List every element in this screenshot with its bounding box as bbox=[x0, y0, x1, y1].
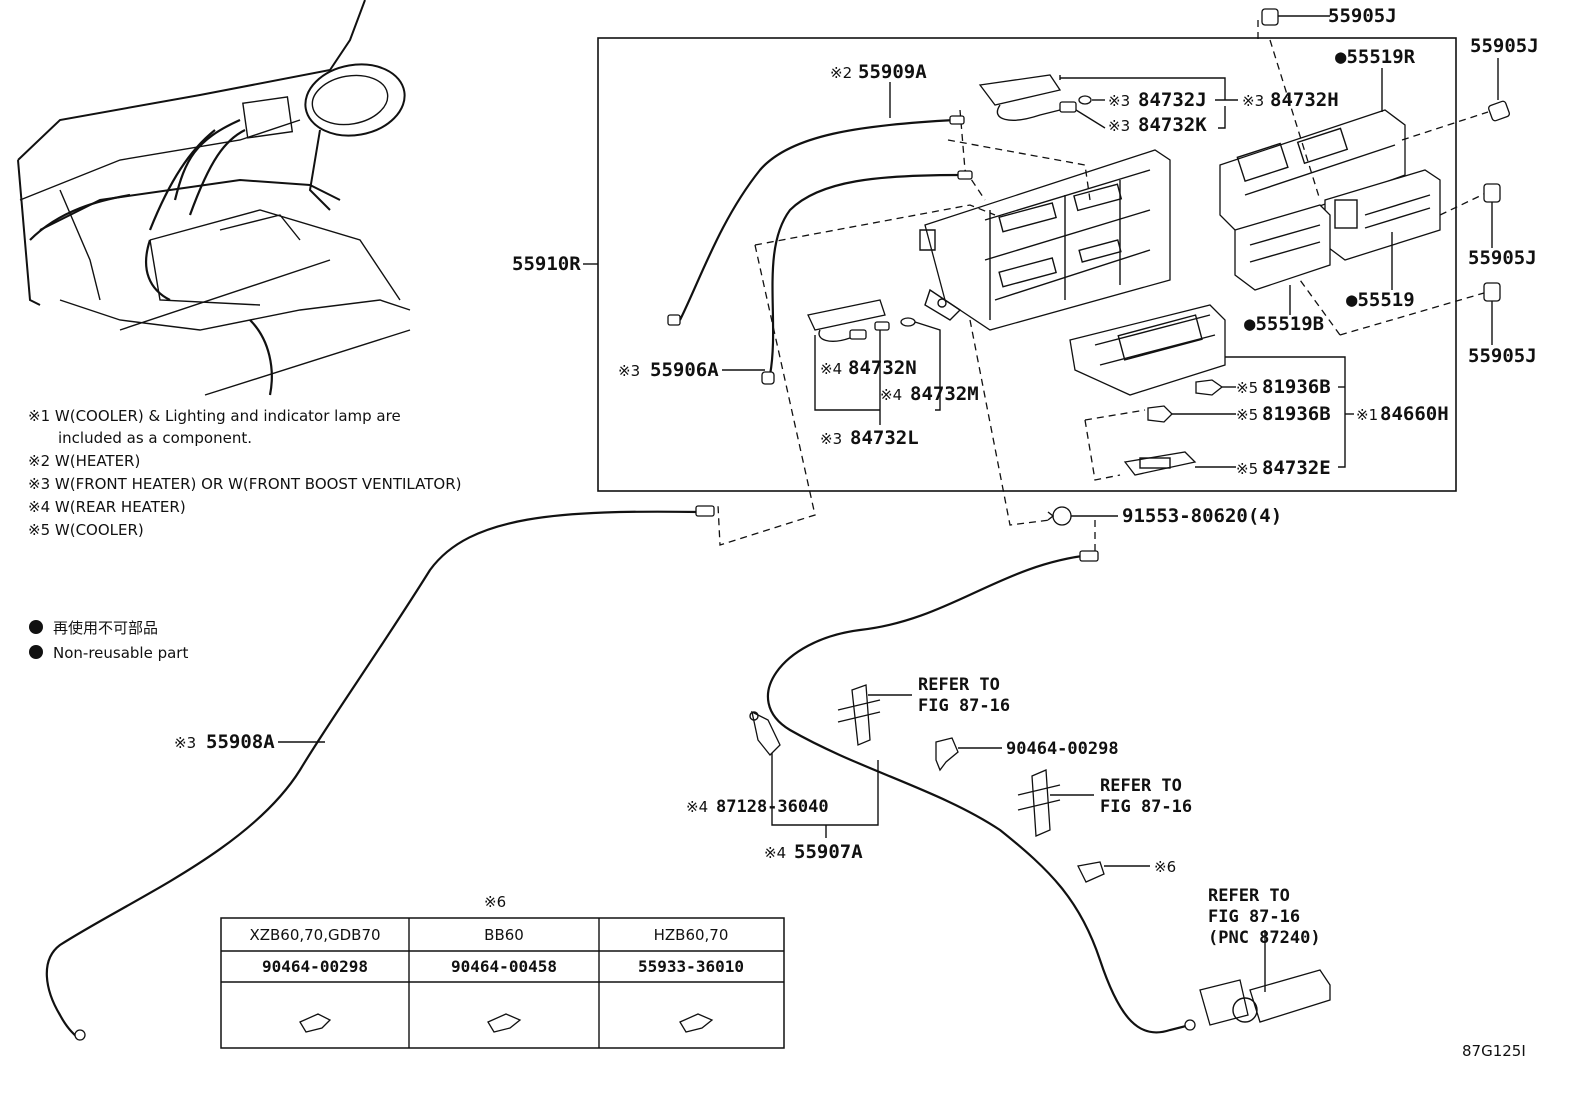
mark-87128: ※4 bbox=[686, 798, 708, 816]
table-part-1: 90464-00298 bbox=[262, 957, 368, 976]
label-55905J-top: 55905J bbox=[1328, 5, 1397, 27]
label-84660H: 84660H bbox=[1380, 403, 1449, 425]
control-panel-55519B bbox=[1234, 204, 1331, 291]
control-head-housing bbox=[919, 149, 1171, 331]
note-3: ※3 W(FRONT HEATER) OR W(FRONT BOOST VENT… bbox=[28, 475, 461, 493]
legend-en: Non-reusable part bbox=[53, 644, 188, 662]
screw-91553 bbox=[1047, 506, 1118, 526]
table-header-2: BB60 bbox=[484, 926, 524, 944]
mark-55907A: ※4 bbox=[764, 844, 786, 862]
refer-text-3a: REFER TO bbox=[1208, 886, 1290, 906]
note-5: ※5 W(COOLER) bbox=[28, 521, 144, 539]
label-55905J-right3: 55905J bbox=[1468, 345, 1537, 367]
mark-84732H: ※3 bbox=[1242, 92, 1264, 110]
clip-90464 bbox=[935, 737, 1002, 772]
refer-text-1b: FIG 87-16 bbox=[918, 696, 1010, 716]
bulb-harness-lower bbox=[807, 299, 941, 425]
table-part-3: 55933-36010 bbox=[638, 957, 744, 976]
mark-6-callout: ※6 bbox=[1154, 858, 1176, 876]
note-4: ※4 W(REAR HEATER) bbox=[28, 498, 186, 516]
label-55905J-right1: 55905J bbox=[1470, 35, 1539, 57]
clip-55905J-top bbox=[1261, 8, 1330, 26]
label-84732M: 84732M bbox=[910, 383, 979, 405]
table-header-3: HZB60,70 bbox=[654, 926, 729, 944]
label-55907A: 55907A bbox=[794, 841, 863, 863]
dashboard-illustration bbox=[17, 0, 411, 396]
mark-55908A: ※3 bbox=[174, 734, 196, 752]
label-55519B: ●55519B bbox=[1244, 313, 1324, 335]
bulb-81936B-2 bbox=[1147, 405, 1236, 423]
clamp-refer-2 bbox=[1017, 769, 1094, 837]
mark-84732K: ※3 bbox=[1108, 117, 1130, 135]
rear-heater-unit bbox=[1199, 930, 1331, 1026]
legend-dot-en bbox=[29, 645, 43, 659]
label-84732K: 84732K bbox=[1138, 114, 1207, 136]
table-part-2: 90464-00458 bbox=[451, 957, 557, 976]
clip-55905J-right2 bbox=[1483, 183, 1501, 248]
mark-84732L: ※3 bbox=[820, 430, 842, 448]
refer-text-3b: FIG 87-16 bbox=[1208, 907, 1300, 927]
clip-mark6 bbox=[1077, 861, 1150, 883]
legend-jp: 再使用不可部品 bbox=[53, 619, 158, 637]
label-55519R: ●55519R bbox=[1335, 46, 1416, 68]
cooler-switch bbox=[1069, 304, 1226, 396]
label-81936B-2: 81936B bbox=[1262, 403, 1331, 425]
label-55910R: 55910R bbox=[512, 253, 581, 275]
mark-55906A: ※3 bbox=[618, 362, 640, 380]
label-55909A: 55909A bbox=[858, 61, 927, 83]
bulb-harness-upper bbox=[978, 74, 1106, 129]
refer-text-3c: (PNC 87240) bbox=[1208, 928, 1321, 948]
label-84732L: 84732L bbox=[850, 427, 919, 449]
sensor-87128 bbox=[749, 710, 781, 756]
diagram-code: 87G125I bbox=[1462, 1042, 1526, 1060]
mark-81936B-2: ※5 bbox=[1236, 406, 1258, 424]
table-clip-3 bbox=[679, 1013, 714, 1033]
note-1b: included as a component. bbox=[58, 429, 252, 447]
label-55905J-right2: 55905J bbox=[1468, 247, 1537, 269]
label-90464: 90464-00298 bbox=[1006, 739, 1119, 759]
table-clip-1 bbox=[299, 1013, 332, 1033]
note-2: ※2 W(HEATER) bbox=[28, 452, 140, 470]
label-87128: 87128-36040 bbox=[716, 797, 829, 817]
mark-84732M: ※4 bbox=[880, 386, 902, 404]
legend-dot-jp bbox=[29, 620, 43, 634]
label-84732J: 84732J bbox=[1138, 89, 1207, 111]
table-header-1: XZB60,70,GDB70 bbox=[249, 926, 380, 944]
control-panel-55519R bbox=[1219, 109, 1406, 236]
label-55519: ●55519 bbox=[1346, 289, 1415, 311]
note-1: ※1 W(COOLER) & Lighting and indicator la… bbox=[28, 407, 401, 425]
refer-text-2a: REFER TO bbox=[1100, 776, 1182, 796]
label-81936B-1: 81936B bbox=[1262, 376, 1331, 398]
socket-84732E bbox=[1123, 451, 1236, 476]
table-title: ※6 bbox=[484, 893, 506, 911]
label-84732H: 84732H bbox=[1270, 89, 1339, 111]
label-55906A: 55906A bbox=[650, 359, 719, 381]
mark-84732J: ※3 bbox=[1108, 92, 1130, 110]
mark-55909A: ※2 bbox=[830, 64, 852, 82]
refer-text-2b: FIG 87-16 bbox=[1100, 797, 1192, 817]
clip-55905J-right3 bbox=[1483, 282, 1501, 345]
cable-55908A bbox=[45, 505, 715, 1041]
clamp-refer-1 bbox=[837, 684, 912, 746]
refer-text-1a: REFER TO bbox=[918, 675, 1000, 695]
cable-55907A bbox=[767, 550, 1196, 1034]
cable-55909A bbox=[667, 115, 973, 385]
label-55908A: 55908A bbox=[206, 731, 275, 753]
mark-81936B-1: ※5 bbox=[1236, 379, 1258, 397]
mark-84660H: ※1 bbox=[1356, 406, 1378, 424]
clip-55905J-right1 bbox=[1488, 58, 1510, 122]
bulb-81936B-1 bbox=[1195, 379, 1236, 396]
clip-variant-table: ※6 XZB60,70,GDB70 BB60 HZB60,70 90464-00… bbox=[220, 893, 785, 1049]
label-84732N: 84732N bbox=[848, 357, 917, 379]
mark-84732N: ※4 bbox=[820, 360, 842, 378]
table-clip-2 bbox=[487, 1013, 522, 1033]
label-91553: 91553-80620(4) bbox=[1122, 505, 1282, 527]
mark-84732E: ※5 bbox=[1236, 460, 1258, 478]
label-84732E: 84732E bbox=[1262, 457, 1331, 479]
